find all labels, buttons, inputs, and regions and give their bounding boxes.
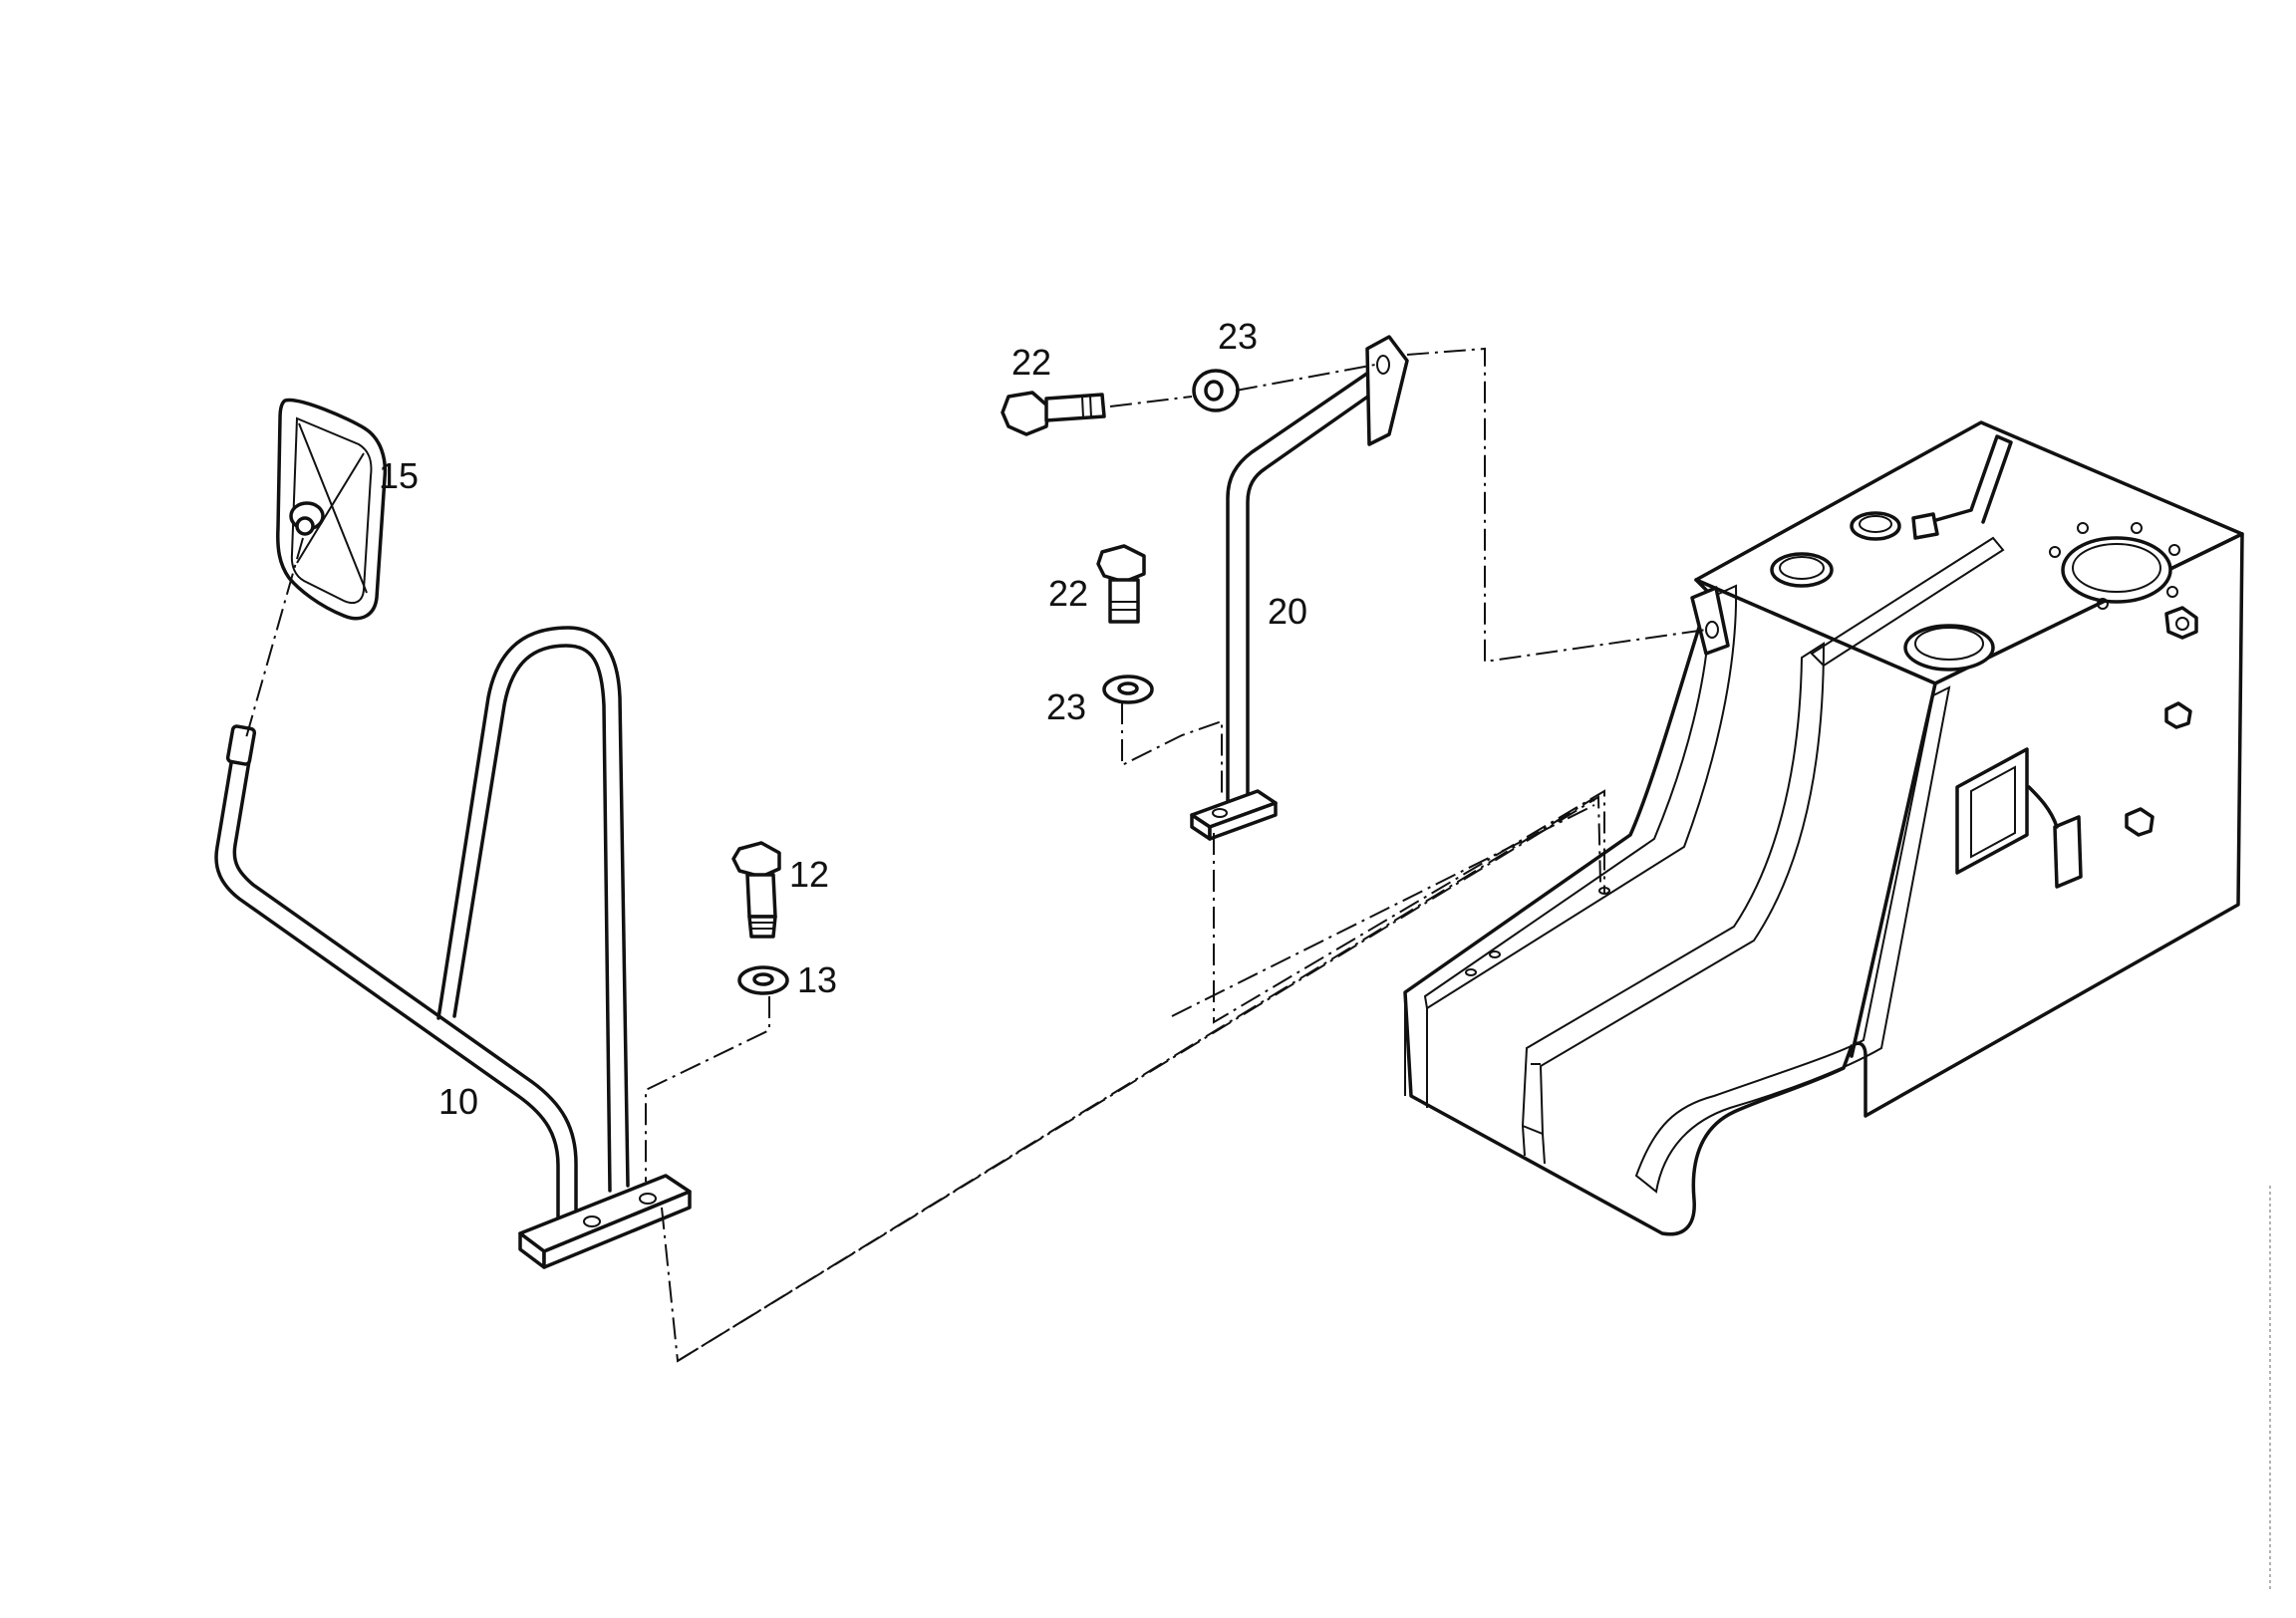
mirror-arm-part-10: 10: [214, 626, 692, 1269]
bolt-part-22-lower: 22: [1048, 544, 1146, 624]
callout-13: 13: [797, 959, 837, 1000]
callout-23-upper: 23: [1218, 316, 1258, 357]
bolt-part-22-upper: 22: [1001, 342, 1106, 436]
bolt-part-12: 12: [731, 841, 829, 939]
callout-22-upper: 22: [1011, 342, 1051, 383]
callout-20: 20: [1268, 591, 1307, 632]
washer-part-13: 13: [737, 959, 837, 1000]
callout-22-lower: 22: [1048, 573, 1088, 614]
callout-10: 10: [438, 1081, 478, 1122]
callout-23-lower: 23: [1046, 686, 1086, 727]
washer-part-23-upper: 23: [1192, 316, 1258, 412]
operator-platform-assembly: [1403, 420, 2244, 1236]
callout-12: 12: [789, 854, 829, 895]
callout-15: 15: [379, 455, 419, 496]
mirror-part-15: 15: [276, 398, 419, 621]
washer-part-23-lower: 23: [1046, 674, 1154, 727]
grab-handle-part-20: 20: [1190, 335, 1409, 841]
assembly-leader-lines: [244, 347, 1707, 1363]
